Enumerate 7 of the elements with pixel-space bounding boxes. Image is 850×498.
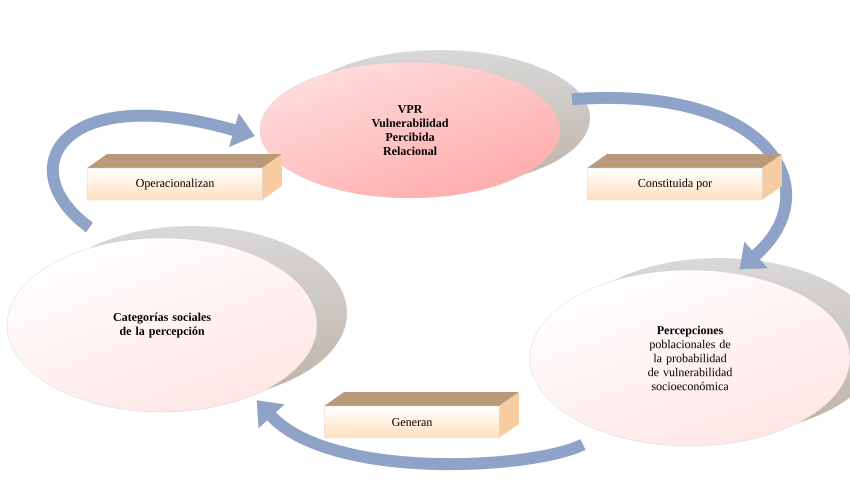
edge-label: Constituida por	[587, 154, 782, 200]
ellipse-node: Categorías sociales de la percepción	[6, 238, 318, 412]
edge-label: Generan	[324, 392, 519, 438]
curved-arrow	[572, 92, 792, 270]
ellipse-node: Percepciones poblacionales de la probabilidad de vulnerabilidad socioeconómica	[530, 270, 850, 446]
edge-label: Operacionalizan	[87, 154, 282, 200]
ellipse-node: VPR Vulnerabilidad Percibida Relacional	[260, 62, 560, 198]
